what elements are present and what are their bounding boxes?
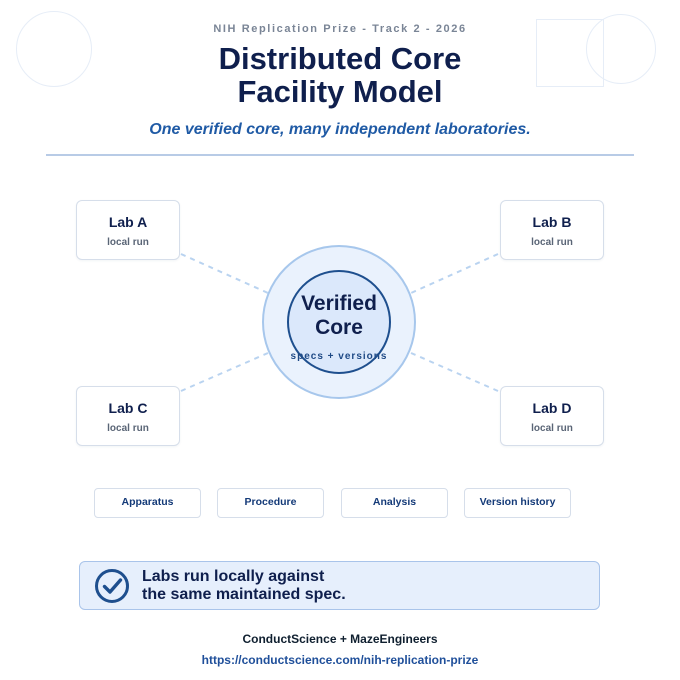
core-title: Verified Core (262, 292, 416, 340)
lab-node-d: Lab D local run (500, 386, 604, 446)
core-subtitle: specs + versions (290, 351, 388, 362)
lab-status: local run (531, 423, 573, 434)
lab-node-a: Lab A local run (76, 200, 180, 260)
connector-lab-b (410, 253, 499, 294)
page-subtitle: One verified core, many independent labo… (149, 121, 531, 138)
connector-lab-a (180, 253, 269, 294)
chip-procedure: Procedure (217, 488, 324, 518)
chip-analysis: Analysis (341, 488, 448, 518)
lab-name: Lab B (532, 214, 572, 230)
footer-brand: ConductScience + MazeEngineers (242, 632, 438, 646)
lab-name: Lab A (108, 214, 148, 230)
title-line-1: Distributed Core (218, 41, 462, 76)
chip-apparatus: Apparatus (94, 488, 201, 518)
lab-node-b: Lab B local run (500, 200, 604, 260)
lab-name: Lab D (532, 400, 572, 416)
lab-status: local run (107, 237, 149, 248)
lab-name: Lab C (108, 400, 148, 416)
callout-line-2: the same maintained spec. (142, 586, 346, 603)
callout-box (79, 561, 600, 610)
lab-node-c: Lab C local run (76, 386, 180, 446)
connector-lab-c (180, 352, 269, 392)
chip-version-history: Version history (464, 488, 571, 518)
core-title-line-1: Verified (301, 292, 377, 315)
core-inner-circle (287, 270, 391, 374)
title-line-2: Facility Model (237, 74, 443, 109)
lab-status: local run (531, 237, 573, 248)
connector-lab-d (410, 352, 499, 392)
callout-line-1: Labs run locally against (142, 568, 325, 585)
lab-status: local run (107, 423, 149, 434)
footer-url-link[interactable]: https://conductscience.com/nih-replicati… (201, 653, 479, 667)
check-circle-icon (95, 569, 129, 603)
page-title: Distributed Core Facility Model (0, 42, 680, 108)
eyebrow-text: NIH Replication Prize - Track 2 - 2026 (213, 23, 467, 35)
core-title-line-2: Core (315, 316, 363, 339)
callout-text: Labs run locally against the same mainta… (142, 568, 582, 604)
header-divider (46, 154, 634, 156)
